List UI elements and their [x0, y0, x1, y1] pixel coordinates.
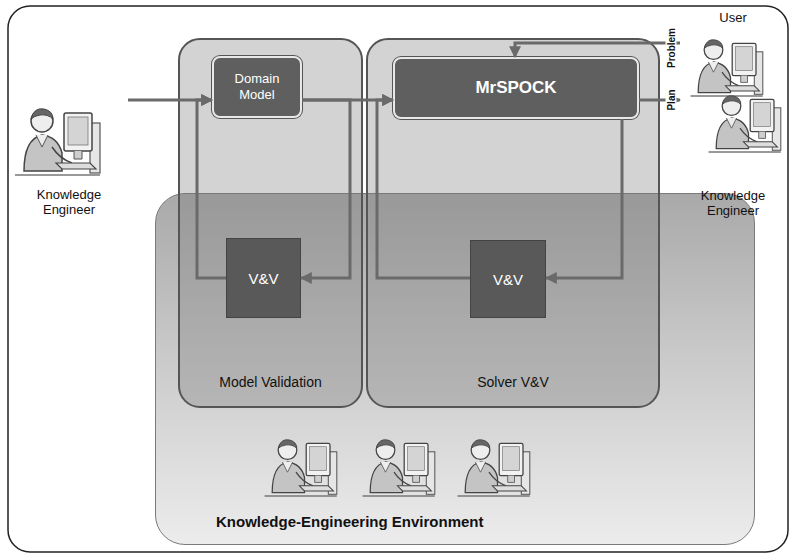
flow-arrow	[301, 100, 350, 278]
flow-arrow	[515, 43, 680, 57]
flow-arrow	[546, 119, 622, 278]
edge-label: Plan	[666, 87, 677, 112]
node-text: Knowledge Engineer	[693, 188, 773, 219]
node-text: Model Validation	[219, 374, 321, 390]
flow-arrow	[197, 100, 226, 278]
flow-arrow	[639, 99, 680, 102]
node-text: User	[719, 10, 746, 26]
group-box: Solver V&V MrSPOCK V&V	[366, 38, 660, 408]
node-text: Knowledge-Engineering Environment	[216, 513, 484, 530]
node-text: MrSPOCK	[475, 77, 556, 98]
planner-box: MrSPOCK	[393, 57, 639, 119]
person-icon	[709, 96, 781, 152]
model-box: Domain Model	[212, 56, 302, 118]
person-icon	[265, 440, 337, 496]
group-box: Model Validation Domain ModelV&V	[178, 38, 363, 408]
person-icon	[458, 440, 530, 496]
flow-arrow	[377, 100, 470, 278]
node-text: Solver V&V	[477, 374, 549, 390]
person-icon	[691, 40, 763, 96]
check-box: V&V	[470, 240, 546, 318]
node-text: V&V	[493, 271, 523, 288]
node-text: Knowledge Engineer	[29, 187, 109, 218]
check-box: V&V	[226, 238, 301, 318]
person-icon	[363, 440, 435, 496]
frame-border	[8, 6, 788, 552]
node-text: V&V	[248, 270, 278, 287]
node-text: Domain Model	[218, 71, 296, 104]
person-icon	[15, 109, 100, 175]
edge-label: Problem	[666, 26, 677, 70]
